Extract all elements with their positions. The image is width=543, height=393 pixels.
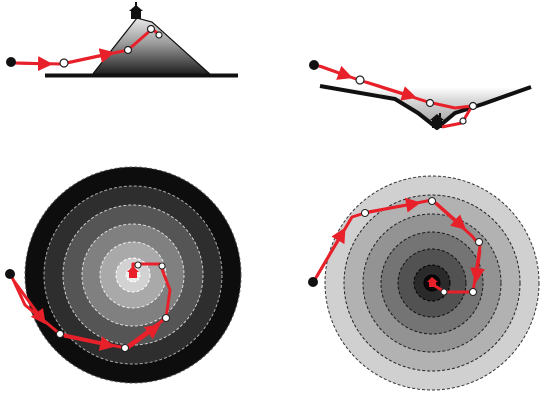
waypoint	[148, 26, 155, 33]
waypoint	[476, 239, 483, 246]
waypoint	[135, 262, 141, 268]
valley-contour-panel	[308, 176, 539, 390]
waypoint	[156, 32, 162, 38]
waypoint	[163, 315, 170, 322]
waypoint	[362, 210, 369, 217]
waypoint	[125, 47, 132, 54]
waypoint	[429, 198, 436, 205]
start-point	[5, 269, 15, 279]
house-marker-icon	[129, 2, 143, 19]
path-arrow	[16, 63, 50, 64]
hill-profile-panel	[6, 2, 238, 76]
waypoint	[470, 103, 477, 110]
waypoint	[57, 331, 64, 338]
waypoint	[441, 289, 447, 295]
waypoint	[460, 118, 466, 124]
waypoint	[470, 289, 477, 296]
hill-contour-panel	[5, 167, 241, 383]
waypoint	[60, 59, 68, 67]
valley-profile-panel	[309, 60, 531, 128]
start-point	[6, 57, 16, 67]
waypoint	[427, 100, 434, 107]
waypoint	[356, 76, 364, 84]
start-point	[309, 60, 319, 70]
start-point	[308, 277, 318, 287]
waypoint	[122, 345, 129, 352]
waypoint	[159, 263, 165, 269]
path-arrow	[320, 66, 350, 77]
